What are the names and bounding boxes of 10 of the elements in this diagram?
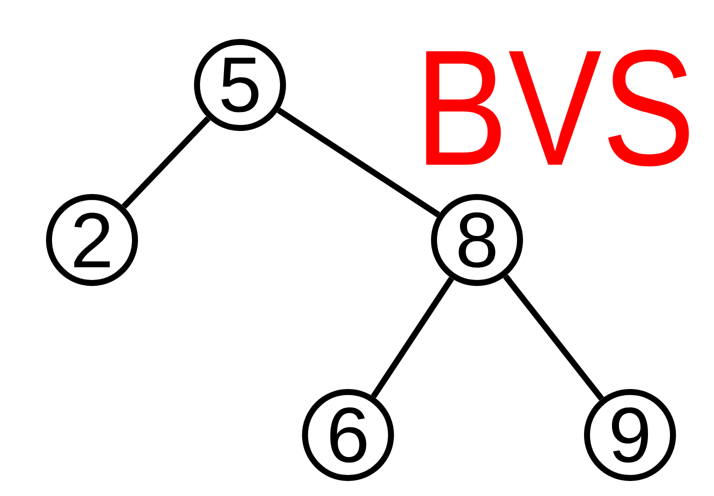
edge-line: [276, 108, 440, 218]
edge-line: [370, 276, 454, 398]
tree-node: 6: [302, 389, 394, 481]
edge-line: [503, 274, 604, 401]
edge-line: [122, 116, 210, 209]
handwritten-label: BVS: [426, 50, 689, 166]
tree-node: 8: [431, 194, 523, 286]
tree-node: 2: [46, 194, 138, 286]
tree-node: 5: [194, 39, 286, 131]
tree-node: 9: [584, 389, 676, 481]
